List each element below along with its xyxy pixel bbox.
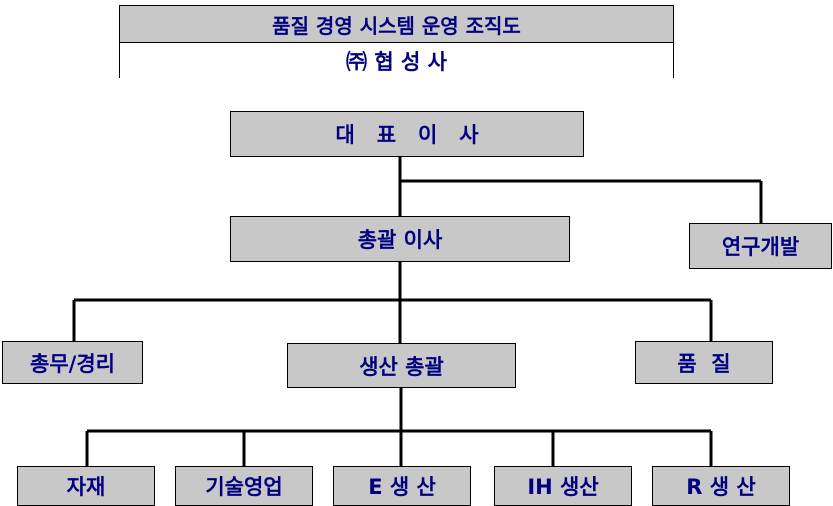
node-production-head: 생산 총괄 [287, 343, 516, 388]
chart-title: 품질 경영 시스템 운영 조직도 [120, 6, 673, 43]
node-admin-accounting: 총무/경리 [2, 341, 143, 384]
node-ceo: 대 표 이 사 [230, 111, 584, 157]
node-r-production: R 생 산 [652, 466, 790, 506]
node-e-production: E 생 산 [333, 466, 471, 506]
title-block: 품질 경영 시스템 운영 조직도 ㈜ 협 성 사 [119, 5, 674, 78]
node-tech-sales: 기술영업 [175, 466, 313, 506]
node-general-manager: 총괄 이사 [230, 216, 570, 262]
company-name: ㈜ 협 성 사 [120, 43, 673, 78]
node-rnd: 연구개발 [689, 223, 832, 269]
node-ih-production: IH 생산 [494, 466, 632, 506]
node-materials: 자재 [17, 466, 155, 506]
node-quality: 품 질 [635, 341, 773, 384]
